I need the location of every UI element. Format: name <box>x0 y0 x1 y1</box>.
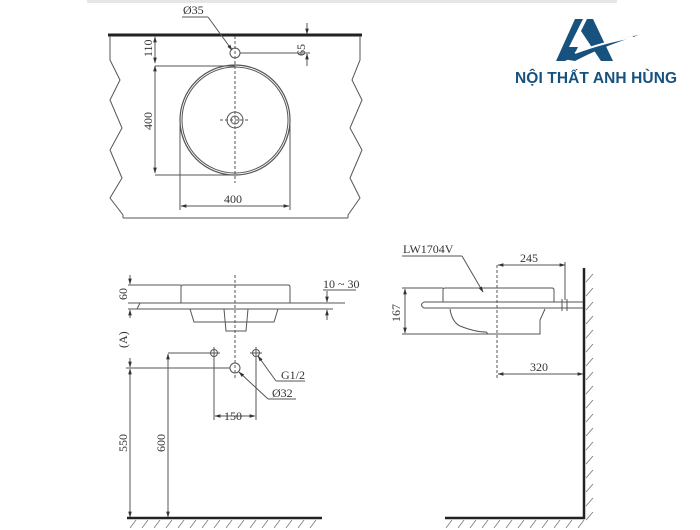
drain-diameter-label: Ø32 <box>272 386 293 400</box>
brand-name: NỘI THẤT ANH HÙNG <box>515 70 678 87</box>
brand-logo-icon <box>556 19 639 61</box>
bowl-depth-label: 400 <box>141 112 155 130</box>
bowl-height-label: 60 <box>116 288 130 300</box>
countertop-height-label: (A) <box>116 331 130 348</box>
side-view <box>402 255 586 520</box>
drain-to-wall-label: 320 <box>530 360 548 374</box>
model-label: LW1704V <box>403 242 454 256</box>
bowl-width-label: 400 <box>224 192 242 206</box>
drain-height-label: 550 <box>116 434 130 452</box>
tap-right-offset-label: 65 <box>294 44 308 56</box>
supply-spacing-label: 150 <box>224 409 242 423</box>
tap-offset-label: 110 <box>141 39 155 57</box>
countertop-thickness-label: 10 ~ 30 <box>323 277 360 291</box>
top-view <box>108 16 363 219</box>
bowl-to-wall-label: 245 <box>520 251 538 265</box>
total-height-label: 167 <box>389 304 403 322</box>
supply-height-label: 600 <box>154 434 168 452</box>
wall-hatch-side <box>445 273 594 529</box>
front-view <box>126 275 356 520</box>
tap-hole-label: Ø35 <box>183 3 204 17</box>
top-divider <box>87 0 617 3</box>
supply-thread-label: G1/2 <box>281 368 305 382</box>
floor-hatch-front <box>129 519 317 529</box>
